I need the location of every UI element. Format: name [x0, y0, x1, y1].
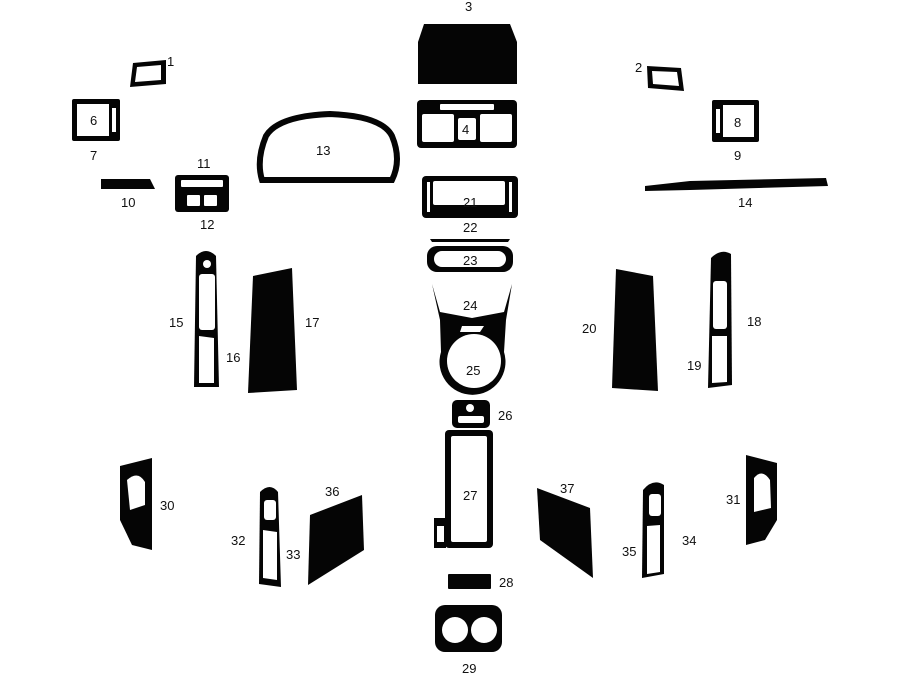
label-20: 20 [582, 321, 596, 336]
part-28 [448, 574, 491, 589]
label-32: 32 [231, 533, 245, 548]
part-24-25 [432, 284, 512, 395]
label-2: 2 [635, 60, 642, 75]
label-28: 28 [499, 575, 513, 590]
label-31: 31 [726, 492, 740, 507]
label-26: 26 [498, 408, 512, 423]
label-9: 9 [734, 148, 741, 163]
part-29 [435, 605, 502, 652]
label-23: 23 [463, 253, 477, 268]
label-29: 29 [462, 661, 476, 675]
part-26 [452, 400, 490, 428]
part-6 [72, 99, 120, 141]
label-17: 17 [305, 315, 319, 330]
part-30 [120, 458, 152, 550]
label-1: 1 [167, 54, 174, 69]
part-17 [248, 268, 297, 393]
label-7: 7 [90, 148, 97, 163]
part-4 [417, 100, 517, 148]
label-24: 24 [463, 298, 477, 313]
label-22: 22 [463, 220, 477, 235]
label-37: 37 [560, 481, 574, 496]
label-11: 11 [197, 156, 211, 171]
label-16: 16 [226, 350, 240, 365]
label-36: 36 [325, 484, 339, 499]
part-31 [746, 455, 777, 545]
label-10: 10 [121, 195, 135, 210]
label-4: 4 [462, 122, 469, 137]
part-32-33 [259, 487, 281, 587]
part-8 [712, 100, 759, 142]
label-13: 13 [316, 143, 330, 158]
part-11-12 [175, 175, 229, 212]
label-21: 21 [463, 195, 477, 210]
label-15: 15 [169, 315, 183, 330]
label-30: 30 [160, 498, 174, 513]
part-27 [434, 430, 493, 548]
part-1 [130, 60, 166, 87]
part-21 [422, 176, 518, 218]
label-14: 14 [738, 195, 752, 210]
label-19: 19 [687, 358, 701, 373]
part-15-16 [194, 251, 219, 387]
label-18: 18 [747, 314, 761, 329]
part-14 [645, 178, 828, 191]
part-3 [418, 24, 517, 84]
part-34-35 [642, 482, 664, 578]
part-22 [430, 239, 510, 242]
label-35: 35 [622, 544, 636, 559]
label-34: 34 [682, 533, 696, 548]
part-2 [647, 66, 684, 91]
part-37 [537, 488, 593, 578]
part-13 [256, 110, 400, 183]
part-23 [427, 246, 513, 272]
part-10 [101, 179, 155, 189]
label-27: 27 [463, 488, 477, 503]
label-3: 3 [465, 0, 472, 14]
label-33: 33 [286, 547, 300, 562]
part-18-19 [708, 251, 732, 388]
label-12: 12 [200, 217, 214, 232]
part-20 [612, 269, 658, 391]
label-8: 8 [734, 115, 741, 130]
label-6: 6 [90, 113, 97, 128]
part-36 [308, 495, 364, 585]
label-25: 25 [466, 363, 480, 378]
